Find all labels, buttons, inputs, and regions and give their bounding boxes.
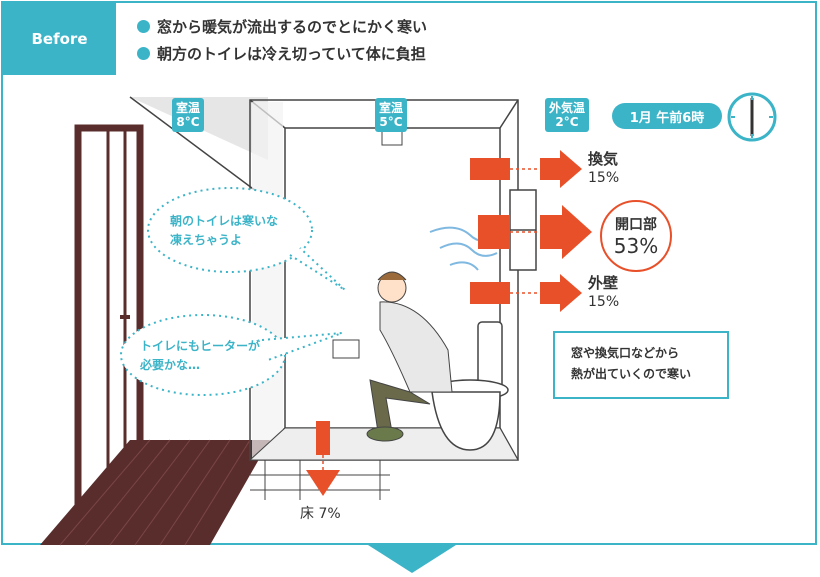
speech-bubbles bbox=[120, 187, 346, 396]
temp-value: 2°C bbox=[555, 115, 579, 129]
loss-name: 床 bbox=[300, 506, 314, 522]
loss-wall: 外壁 15% bbox=[588, 274, 619, 312]
window bbox=[509, 189, 537, 271]
temp-label: 外気温 bbox=[549, 101, 586, 115]
loss-name: 外壁 bbox=[588, 274, 619, 292]
person-figure bbox=[366, 271, 453, 442]
temp-value: 5°C bbox=[379, 115, 403, 129]
temp-label: 室温 bbox=[176, 101, 201, 115]
speech-bubble-1: 朝のトイレは寒いな 凍えちゃうよ bbox=[170, 212, 278, 250]
loss-name: 換気 bbox=[588, 150, 619, 168]
bullet-dot-icon bbox=[137, 47, 150, 60]
paper-holder-icon bbox=[332, 339, 360, 359]
loss-value: 15% bbox=[588, 294, 620, 310]
bullet-item: 朝方のトイレは冷え切っていて体に負担 bbox=[137, 40, 427, 67]
note-line: 熱が出ていくので寒い bbox=[571, 367, 692, 381]
bullet-item: 窓から暖気が流出するのでとにかく寒い bbox=[137, 13, 427, 40]
temp-label: 室温 bbox=[379, 101, 404, 115]
loss-value: 15% bbox=[588, 170, 620, 186]
note-line: 窓や換気口などから bbox=[571, 346, 680, 360]
explanation-note: 窓や換気口などから 熱が出ていくので寒い bbox=[553, 331, 729, 399]
loss-name: 開口部 bbox=[615, 217, 657, 233]
speech-line: 朝のトイレは寒いな bbox=[170, 214, 279, 228]
loss-value: 7% bbox=[318, 506, 341, 522]
speech-line: トイレにもヒーターが bbox=[140, 339, 261, 353]
bullet-text: 朝方のトイレは冷え切っていて体に負担 bbox=[157, 45, 426, 63]
bullet-text: 窓から暖気が流出するのでとにかく寒い bbox=[157, 18, 428, 36]
next-arrow-icon bbox=[368, 545, 456, 573]
speech-line: 凍えちゃうよ bbox=[170, 233, 243, 247]
loss-vent: 換気 15% bbox=[588, 150, 619, 188]
bullet-dot-icon bbox=[137, 20, 150, 33]
loss-opening: 開口部 53% bbox=[600, 200, 672, 272]
temp-badge-hall: 室温 8°C bbox=[172, 98, 205, 132]
speech-line: 必要かな… bbox=[140, 358, 201, 372]
temp-badge-toilet: 室温 5°C bbox=[375, 98, 408, 132]
ceiling-light bbox=[381, 130, 403, 146]
before-tag: Before bbox=[3, 3, 116, 75]
loss-floor: 床 7% bbox=[300, 503, 341, 523]
temp-value: 8°C bbox=[176, 115, 200, 129]
time-badge: 1月 午前6時 bbox=[612, 103, 722, 129]
speech-bubble-2: トイレにもヒーターが 必要かな… bbox=[140, 337, 260, 375]
heat-loss-arrows bbox=[306, 150, 592, 496]
clock-icon bbox=[727, 92, 777, 142]
loss-value: 53% bbox=[613, 234, 659, 258]
summary-bullets: 窓から暖気が流出するのでとにかく寒い 朝方のトイレは冷え切っていて体に負担 bbox=[137, 13, 427, 67]
temp-badge-outside: 外気温 2°C bbox=[545, 98, 590, 132]
